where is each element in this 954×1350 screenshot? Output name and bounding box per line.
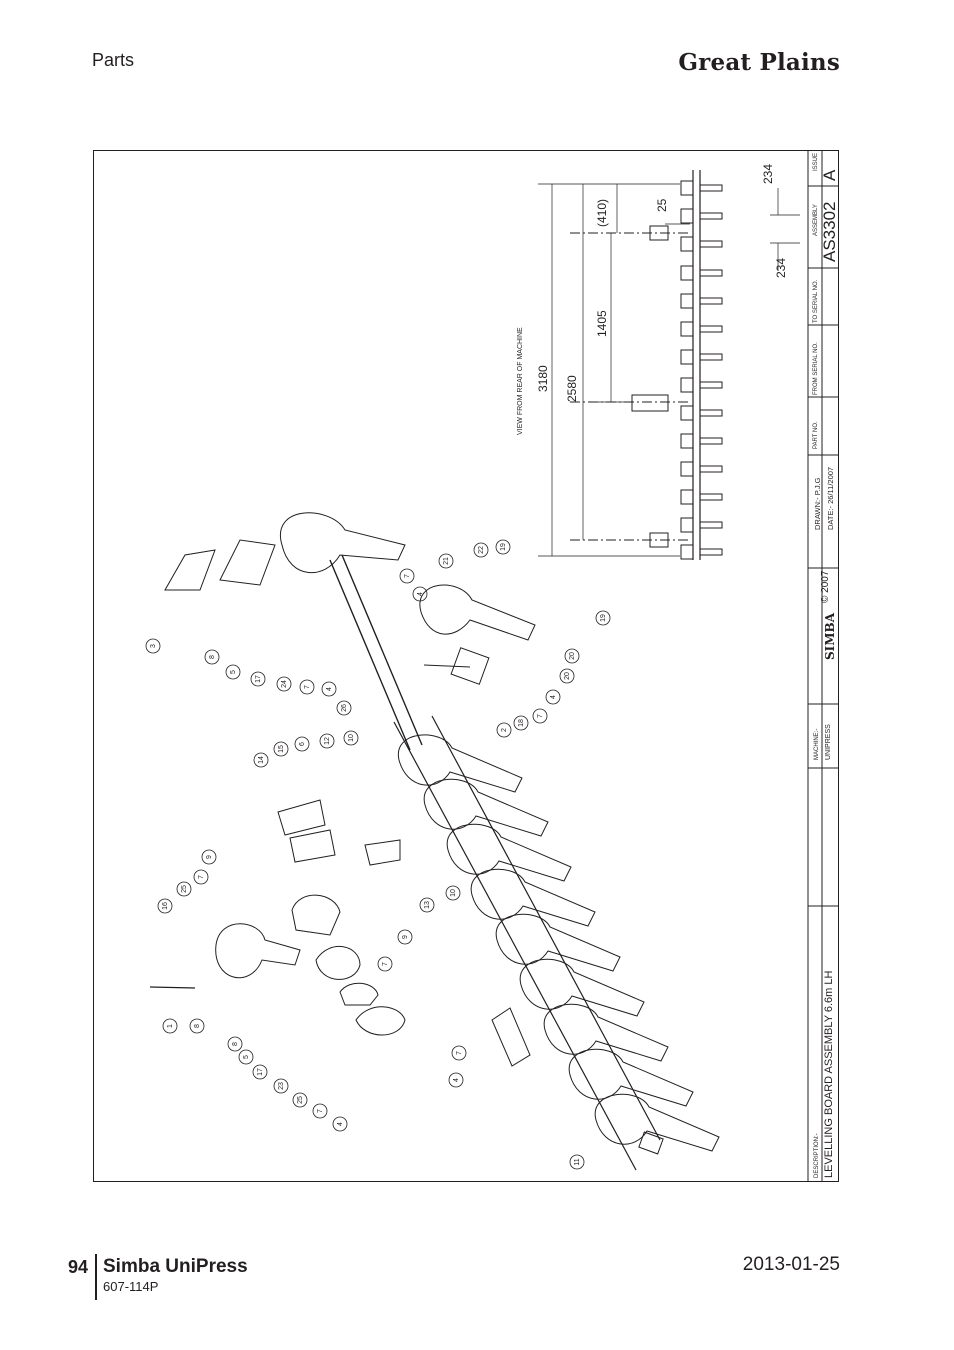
- callout-label: 20: [569, 652, 576, 660]
- callout-label: 9: [206, 855, 213, 859]
- callout-label: 13: [424, 901, 431, 909]
- callout-label: 4: [417, 592, 424, 596]
- callout-label: 7: [317, 1109, 324, 1113]
- callout-label: 17: [255, 675, 262, 683]
- callout-label: 5: [230, 670, 237, 674]
- assembly-label: ASSEMBLY: [813, 204, 819, 236]
- callout-label: 7: [404, 574, 411, 578]
- callout-label: 12: [324, 737, 331, 745]
- publication-date: 2013-01-25: [742, 1254, 840, 1275]
- callout-label: 3: [150, 644, 157, 648]
- callout-label: 21: [443, 557, 450, 565]
- callout-label: 6: [299, 742, 306, 746]
- dimension-3180: 3180: [536, 365, 550, 392]
- callout-label: 19: [500, 543, 507, 551]
- callout-label: 4: [326, 687, 333, 691]
- brand-logo: Great Plains: [678, 49, 840, 76]
- drawing-frame: [93, 150, 839, 1182]
- callout-label: 18: [518, 719, 525, 727]
- footer-divider: [95, 1254, 97, 1300]
- callout-label: 16: [162, 902, 169, 910]
- callout-label: 8: [209, 655, 216, 659]
- machine-label: MACHINE:-: [814, 729, 820, 760]
- callout-label: 1: [167, 1024, 174, 1028]
- rear-view-caption: VIEW FROM REAR OF MACHINE: [517, 327, 524, 435]
- callout-label: 4: [337, 1122, 344, 1126]
- rear-view-drawing: [570, 170, 723, 560]
- product-title: Simba UniPress: [103, 1256, 248, 1277]
- callout-label: 22: [478, 546, 485, 554]
- drawn-date: DATE:- 26/11/2007: [826, 467, 835, 530]
- drawn-by: DRAWN:- P.J.G: [813, 477, 822, 530]
- callout-label: 10: [450, 889, 457, 897]
- callout-label: 9: [402, 935, 409, 939]
- from-serial-label: FROM SERIAL NO.: [813, 342, 819, 395]
- dimension-25: 25: [655, 198, 669, 212]
- callout-label: 25: [181, 885, 188, 893]
- simba-logo: SIMBA: [823, 612, 837, 660]
- callout-label: 24: [281, 680, 288, 688]
- callout-label: 4: [550, 695, 557, 699]
- description-label: DESCRIPTION:-: [814, 1133, 820, 1178]
- callout-label: 19: [600, 614, 607, 622]
- callout-label: 20: [564, 672, 571, 680]
- issue-value: A: [820, 169, 839, 181]
- callout-label: 8: [194, 1024, 201, 1028]
- assembly-number: AS3302: [820, 202, 839, 263]
- callout-label: 4: [453, 1078, 460, 1082]
- callout-label: 7: [537, 714, 544, 718]
- dimension-lines: [538, 183, 800, 557]
- callout-label: 15: [278, 745, 285, 753]
- callout-label: 2: [501, 728, 508, 732]
- callout-label: 7: [304, 685, 311, 689]
- document-code: 607-114P: [103, 1279, 159, 1294]
- page-number: 94: [68, 1257, 89, 1277]
- callout-label: 17: [257, 1068, 264, 1076]
- dimension-234-bottom: 234: [774, 258, 788, 278]
- callout-label: 5: [243, 1055, 250, 1059]
- part-no-label: PART NO.: [813, 421, 819, 449]
- to-serial-label: TO SERIAL NO.: [813, 279, 819, 323]
- callout-label: 26: [341, 704, 348, 712]
- callout-label: 10: [348, 734, 355, 742]
- exploded-assembly: [149, 512, 720, 1171]
- callout-label: 11: [574, 1158, 581, 1165]
- section-label: Parts: [92, 50, 135, 70]
- dimension-1405: 1405: [595, 310, 609, 337]
- dimension-234-top: 234: [761, 164, 775, 184]
- machine-name: UNIPRESS: [825, 724, 832, 760]
- callout-label: 25: [297, 1096, 304, 1104]
- callout-label: 8: [232, 1042, 239, 1046]
- issue-label: ISSUE: [813, 153, 819, 171]
- dimension-2580: 2580: [565, 375, 579, 402]
- callout-circles: [145, 539, 611, 1170]
- description: LEVELLING BOARD ASSEMBLY 6.6m LH: [823, 970, 835, 1178]
- copyright: © 2007: [820, 570, 831, 603]
- dimension-410: (410): [595, 199, 609, 227]
- callout-label: 23: [278, 1082, 285, 1090]
- callout-label: 7: [198, 875, 205, 879]
- callout-label: 7: [382, 962, 389, 966]
- callout-label: 14: [258, 756, 265, 764]
- callout-label: 7: [456, 1051, 463, 1055]
